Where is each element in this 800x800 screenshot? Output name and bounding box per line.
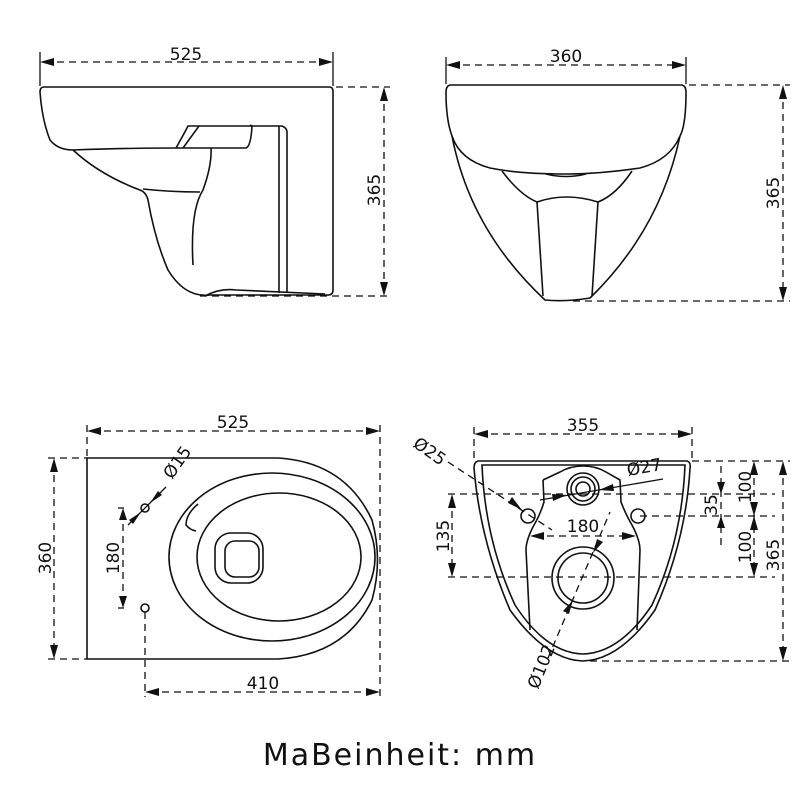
side-height-label: 365: [365, 174, 385, 206]
front-width-label: 360: [550, 47, 582, 67]
back-top-to-bolt-label: 100: [736, 471, 756, 503]
units-caption: MaBeinheit: mm: [262, 738, 538, 773]
back-width-label: 355: [567, 416, 599, 436]
side-view: 525 365: [39, 45, 390, 297]
top-hole-to-front-label: 410: [247, 674, 279, 694]
top-width-label: 360: [36, 542, 56, 574]
back-inlet-diameter-label: Ø27: [625, 455, 663, 481]
front-view: 360 365: [445, 47, 790, 302]
top-hole-spacing-label: 180: [104, 542, 124, 574]
back-view: 355 135 35 100 100: [409, 416, 790, 692]
top-view: 525 180 Ø15 360 410: [36, 413, 381, 697]
back-height-label: 365: [764, 539, 784, 571]
back-bolt-to-outlet-label: 100: [736, 531, 756, 563]
front-height-label: 365: [764, 177, 784, 209]
back-bolt-spacing-label: 180: [567, 517, 599, 537]
back-inlet-to-bolt-label: 35: [702, 494, 722, 516]
side-width-label: 525: [170, 45, 202, 65]
top-hole-diameter-label: Ø15: [160, 443, 196, 483]
back-inlet-to-outlet-label: 135: [434, 520, 454, 552]
back-outlet-diameter-label: Ø102: [524, 642, 560, 692]
back-bolt-diameter-label: Ø25: [409, 434, 449, 470]
top-length-label: 525: [217, 413, 249, 433]
